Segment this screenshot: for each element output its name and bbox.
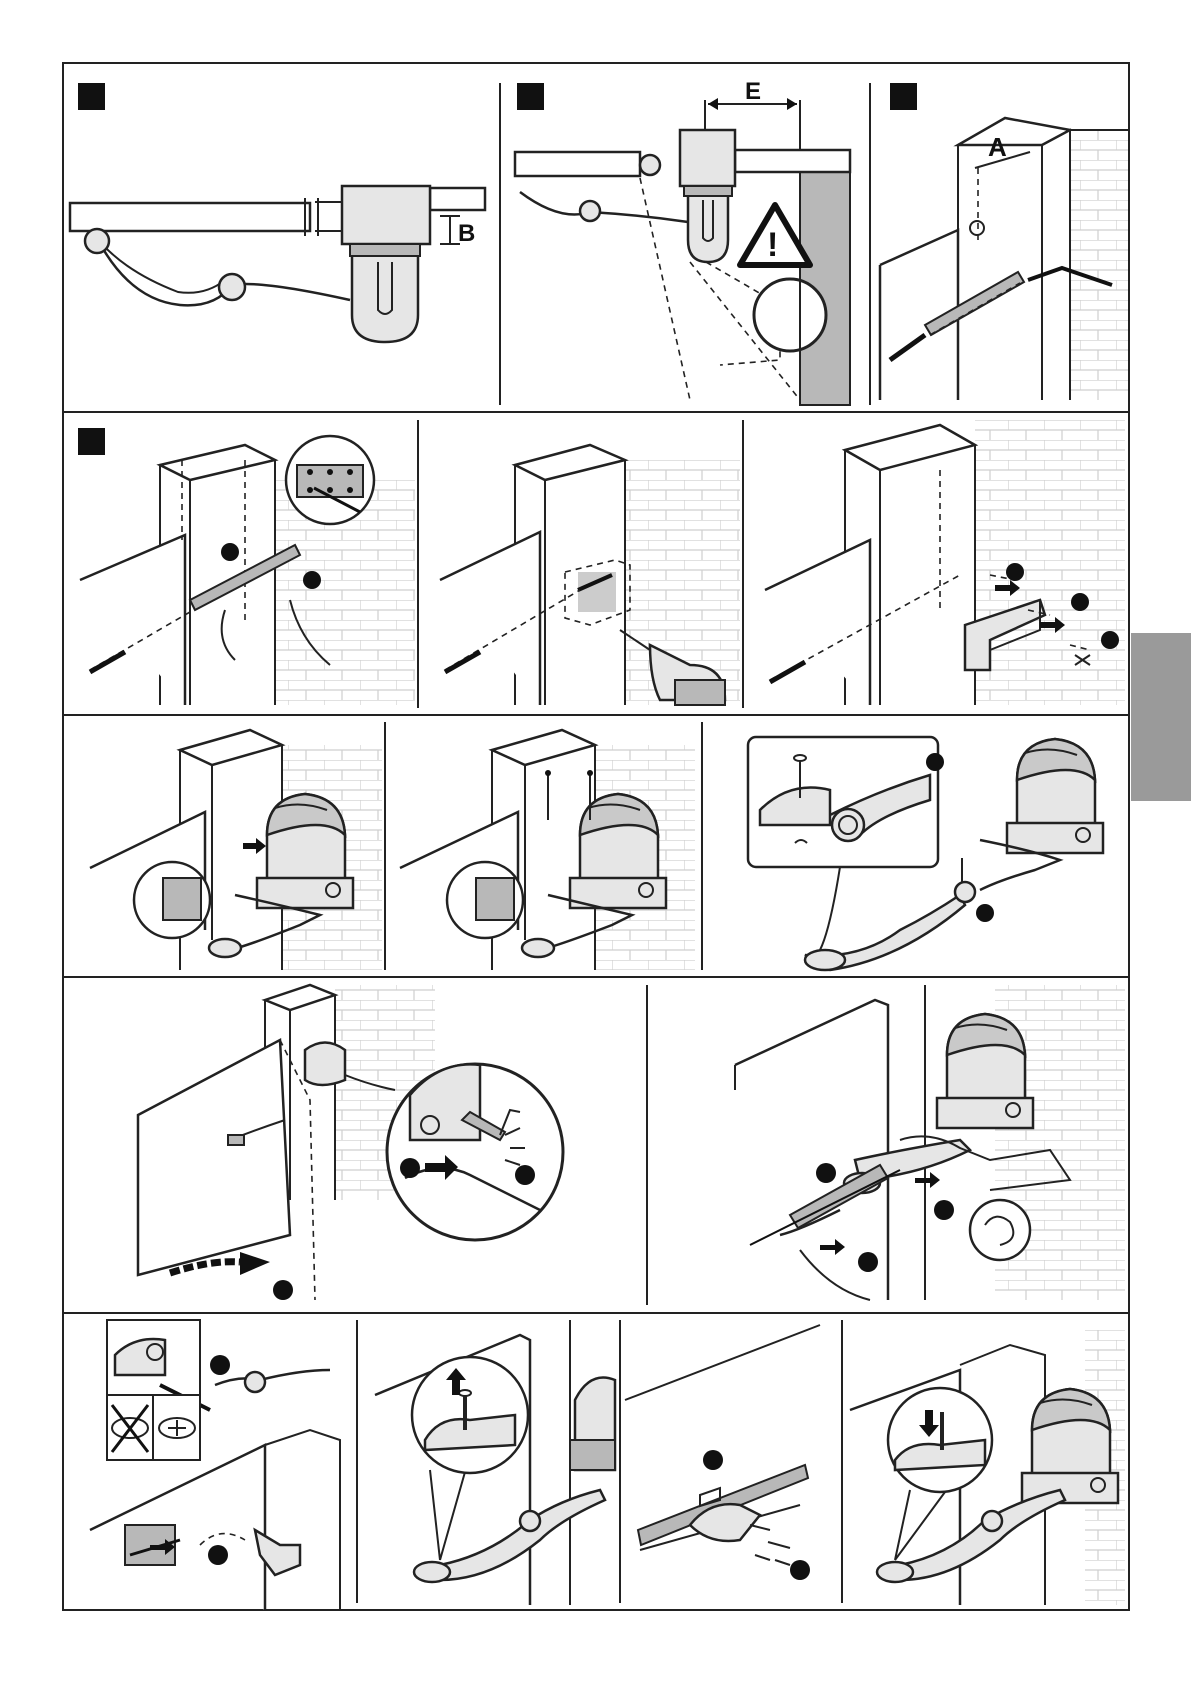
panel-remove-pin	[375, 1320, 615, 1605]
warning-icon: !	[767, 226, 778, 264]
label-b: B	[458, 220, 475, 247]
panel-dimension-e: E !	[515, 78, 850, 405]
panel-arm-assembly	[748, 737, 1103, 970]
panel-level-arm	[735, 985, 1125, 1300]
step-marker-3	[890, 83, 917, 110]
panel-drilling	[440, 445, 740, 705]
panel-dimension-b: B	[70, 186, 485, 342]
panel-screw-motor	[400, 730, 695, 970]
panel-drill-slot	[90, 1320, 340, 1610]
panel-insert-pin	[850, 1330, 1125, 1605]
label-a: A	[988, 132, 1007, 162]
step-marker-4	[78, 428, 105, 455]
panel-release-gate	[138, 985, 563, 1300]
panel-mark-holes	[80, 436, 415, 705]
panel-mount-motor	[90, 730, 382, 970]
label-e: E	[745, 78, 761, 105]
panel-level-screws	[625, 1325, 820, 1580]
panel-bracket-fixing	[765, 420, 1125, 705]
step-marker-2	[517, 83, 544, 110]
step-marker-1	[78, 83, 105, 110]
panel-dimension-a: A	[880, 118, 1128, 400]
